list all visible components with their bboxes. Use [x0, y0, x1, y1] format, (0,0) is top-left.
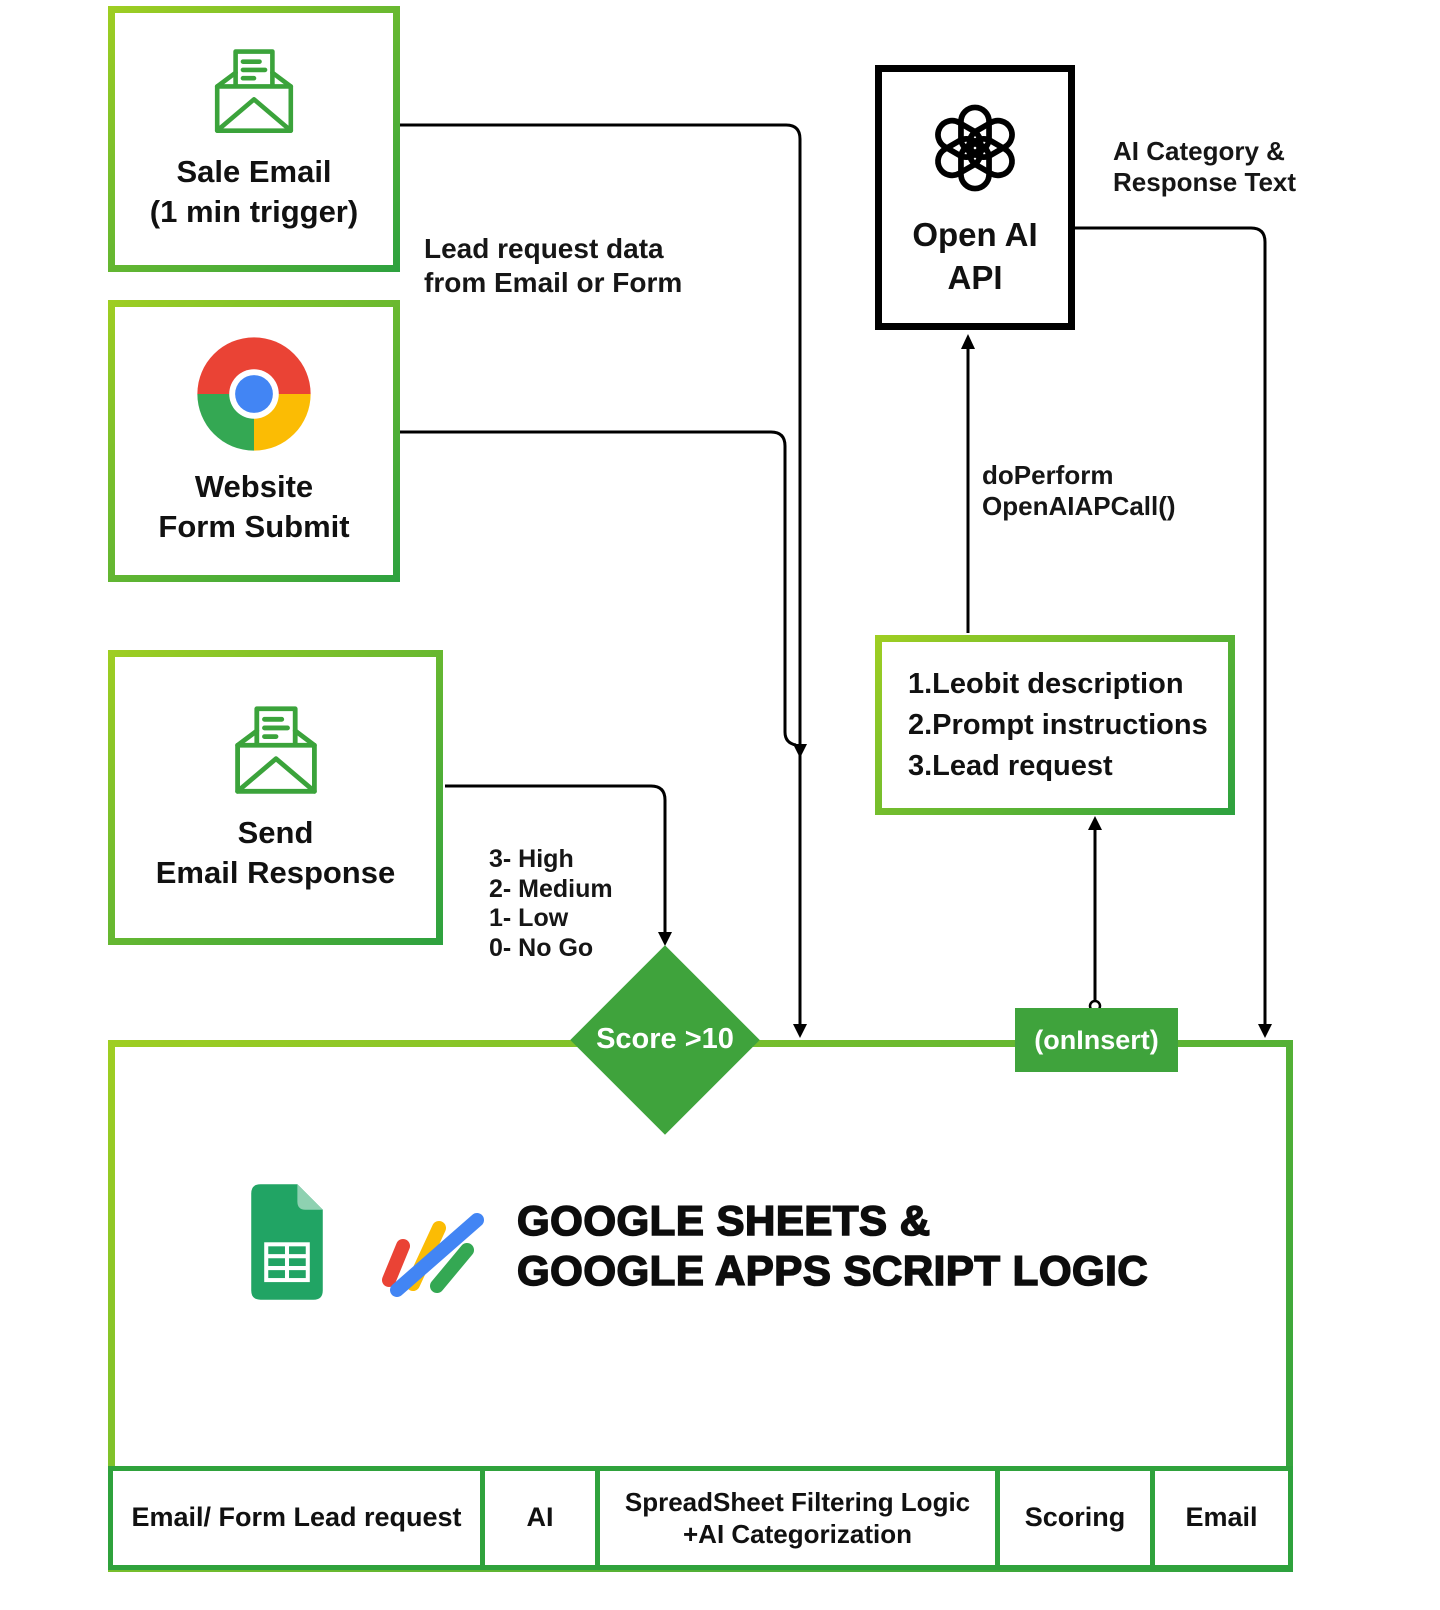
prompt-item-1: 1.Leobit description	[908, 667, 1184, 700]
pipeline-cell-lead-request-label: Email/ Form Lead request	[131, 1502, 462, 1533]
website-form-line1: Website	[194, 469, 314, 505]
chrome-logo-icon	[197, 337, 311, 451]
score-legend-line3: 1- Low	[489, 904, 569, 932]
google-logic-title: GOOGLE SHEETS & GOOGLE APPS SCRIPT LOGIC	[516, 1196, 1149, 1297]
prompt-item-3: 3.Lead request	[908, 749, 1113, 782]
prompt-item-2: 2.Prompt instructions	[908, 708, 1208, 741]
pipeline-cell-scoring: Scoring	[1000, 1466, 1155, 1570]
openai-api-label: Open AI API	[912, 214, 1037, 298]
prompt-items-list: 1.Leobit description 2.Prompt instructio…	[882, 668, 1228, 783]
open-envelope-letter-icon	[234, 706, 317, 794]
pipeline-cell-filtering: SpreadSheet Filtering Logic +AI Categori…	[600, 1466, 1000, 1570]
edge-label-score-legend: 3- High 2- Medium 1- Low 0- No Go	[489, 845, 613, 963]
pipeline-cell-filtering-label1: SpreadSheet Filtering Logic	[624, 1486, 971, 1517]
decision-diamond-label: Score >10	[596, 1023, 734, 1055]
pipeline-cell-filtering-label2: +AI Categorization	[683, 1519, 912, 1549]
website-form-label: Website Form Submit	[158, 467, 349, 546]
edge-label-lead-request: Lead request data from Email or Form	[424, 232, 682, 299]
node-sale-email: Sale Email (1 min trigger)	[108, 6, 400, 272]
google-logic-title-line2: GOOGLE APPS SCRIPT LOGIC	[516, 1247, 1149, 1296]
pipeline-cells: Email/ Form Lead request AI SpreadSheet …	[108, 1466, 1293, 1570]
node-openai-api: Open AI API	[875, 65, 1075, 330]
ai-category-line2: Response Text	[1113, 167, 1297, 198]
send-email-response-label: Send Email Response	[156, 813, 395, 892]
open-envelope-letter-icon	[214, 49, 294, 134]
score-legend-line2: 2- Medium	[489, 874, 613, 903]
edge-label-do-perform: doPerform OpenAIAPCall()	[982, 460, 1176, 522]
oninsert-badge-label: (onInsert)	[1034, 1024, 1159, 1055]
website-form-line2: Form Submit	[158, 509, 350, 544]
pipeline-cell-email: Email	[1155, 1466, 1293, 1570]
lead-request-line1: Lead request data	[424, 233, 664, 264]
google-logic-title-line1: GOOGLE SHEETS &	[516, 1196, 931, 1245]
sale-email-label: Sale Email (1 min trigger)	[150, 152, 358, 231]
sale-email-line2: (1 min trigger)	[149, 194, 359, 229]
oninsert-badge: (onInsert)	[1015, 1008, 1178, 1072]
edge-label-ai-category: AI Category & Response Text	[1113, 136, 1296, 198]
do-perform-line2: OpenAIAPCall()	[982, 491, 1176, 522]
node-website-form: Website Form Submit	[108, 300, 400, 582]
send-email-line1: Send	[237, 814, 314, 850]
pipeline-cell-email-label: Email	[1185, 1502, 1258, 1533]
openai-line2: API	[947, 258, 1003, 296]
pipeline-cell-ai: AI	[485, 1466, 600, 1570]
pipeline-cell-ai-label: AI	[526, 1502, 554, 1533]
node-prompt-inputs: 1.Leobit description 2.Prompt instructio…	[875, 635, 1235, 815]
openai-line1: Open AI	[912, 216, 1038, 254]
pipeline-cell-lead-request: Email/ Form Lead request	[108, 1466, 485, 1570]
node-send-email-response: Send Email Response	[108, 650, 443, 945]
openai-logo-icon	[935, 104, 1015, 192]
sale-email-line1: Sale Email	[176, 154, 332, 190]
pipeline-cell-scoring-label: Scoring	[1024, 1502, 1126, 1533]
score-legend-line4: 0- No Go	[489, 933, 594, 962]
send-email-line2: Email Response	[155, 854, 396, 890]
apps-script-icon	[382, 1213, 484, 1297]
do-perform-line1: doPerform	[982, 460, 1114, 490]
score-legend-line1: 3- High	[489, 845, 574, 873]
lead-request-line2: from Email or Form	[424, 266, 683, 298]
ai-category-line1: AI Category &	[1113, 136, 1285, 166]
google-sheets-icon	[251, 1184, 323, 1300]
